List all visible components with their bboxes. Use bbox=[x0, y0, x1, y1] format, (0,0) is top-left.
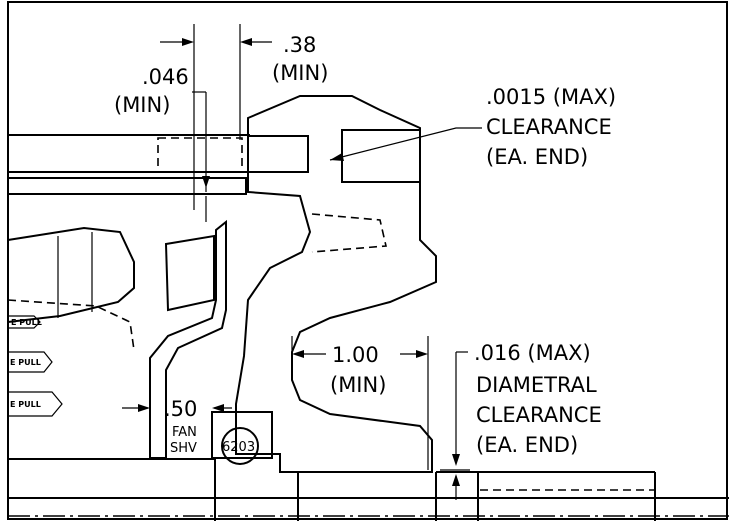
key-outline bbox=[157, 137, 243, 173]
gap-046-qualifier: (MIN) bbox=[114, 93, 170, 117]
clearance-016-line1: .016 (MAX) bbox=[474, 341, 591, 365]
pulley-tags: E PULL E PULL E PULL bbox=[7, 315, 63, 417]
pulley-label-1: E PULL bbox=[11, 318, 42, 327]
dim-100 bbox=[291, 336, 429, 470]
clearance-016-line3: CLEARANCE bbox=[476, 403, 602, 427]
gap-046-value: .046 bbox=[142, 65, 189, 89]
bearing-6203: 6203 bbox=[211, 411, 273, 465]
fan-blade bbox=[164, 234, 215, 312]
pulley-label-3: E PULL bbox=[10, 400, 41, 409]
dim-50 bbox=[122, 404, 232, 412]
dim-100-value: 1.00 bbox=[332, 343, 379, 367]
spline-right bbox=[341, 129, 421, 183]
dim-100-qualifier: (MIN) bbox=[330, 373, 386, 397]
clearance-0015-line2: CLEARANCE bbox=[486, 115, 612, 139]
spline-left bbox=[247, 135, 309, 173]
clearance-0015-line1: .0015 (MAX) bbox=[486, 85, 616, 109]
pulley-label-2: E PULL bbox=[10, 358, 41, 367]
gap-38-qualifier: (MIN) bbox=[272, 61, 328, 85]
shaft-right bbox=[214, 459, 656, 521]
pulley-hatched bbox=[7, 226, 135, 324]
clearance-016-line4: (EA. END) bbox=[476, 433, 578, 457]
dim-016 bbox=[440, 351, 470, 500]
shaft-sleeve bbox=[7, 177, 247, 195]
shaft-lines bbox=[8, 134, 729, 517]
bearing-label: 6203 bbox=[222, 440, 255, 455]
clearance-0015-line3: (EA. END) bbox=[486, 145, 588, 169]
fan-label-line2: SHV bbox=[170, 441, 197, 456]
hidden-line bbox=[311, 213, 387, 253]
fan-label-line1: FAN bbox=[172, 425, 197, 440]
gap-38-value: .38 bbox=[283, 33, 316, 57]
frame-border bbox=[7, 1, 728, 520]
pulley-dashed bbox=[7, 299, 135, 351]
fan-sheave bbox=[149, 219, 227, 459]
hub-body bbox=[235, 95, 437, 473]
dim-50-value: .50 bbox=[164, 397, 197, 421]
clearance-016-line2: DIAMETRAL bbox=[476, 373, 597, 397]
leader-0015 bbox=[329, 127, 482, 161]
dim-top bbox=[160, 24, 272, 222]
